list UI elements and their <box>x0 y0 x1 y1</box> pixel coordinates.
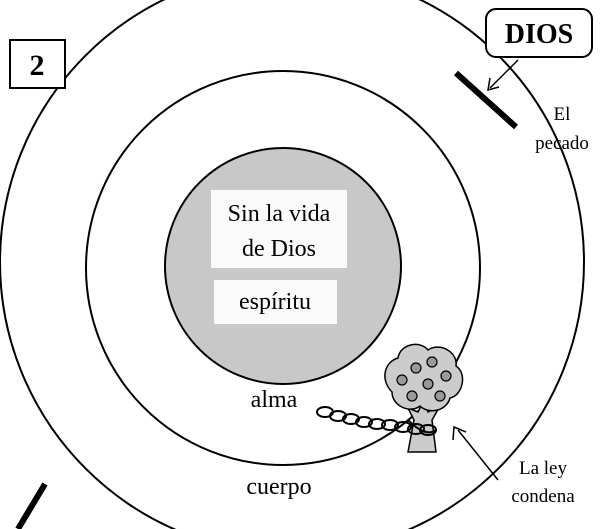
law-label-line2: condena <box>511 486 575 507</box>
sin-label-line2: pecado <box>535 133 589 154</box>
chain-icon <box>316 406 437 436</box>
god-box: DIOS <box>485 8 593 58</box>
without-life-box: Sin la vida de Dios <box>211 190 347 268</box>
tree-icon <box>384 343 464 453</box>
god-arrow <box>487 59 519 92</box>
spirit-label: espíritu <box>239 289 311 315</box>
soul-label: alma <box>251 387 298 413</box>
spirit-label-box: espíritu <box>214 280 337 324</box>
law-label-line1: La ley <box>519 458 568 479</box>
without-life-line2: de Dios <box>242 236 316 262</box>
sin-barrier <box>453 70 519 130</box>
figure-number-text: 2 <box>30 49 45 82</box>
sin-label-line1: El <box>554 104 571 125</box>
body-label: cuerpo <box>246 474 311 500</box>
figure-number: 2 <box>9 39 66 89</box>
without-life-line1: Sin la vida <box>228 201 331 227</box>
sin-barrier-lower <box>15 482 48 529</box>
god-label: DIOS <box>505 19 573 50</box>
body-circle <box>0 0 585 529</box>
soul-circle <box>85 70 481 466</box>
law-arrow <box>452 425 499 481</box>
